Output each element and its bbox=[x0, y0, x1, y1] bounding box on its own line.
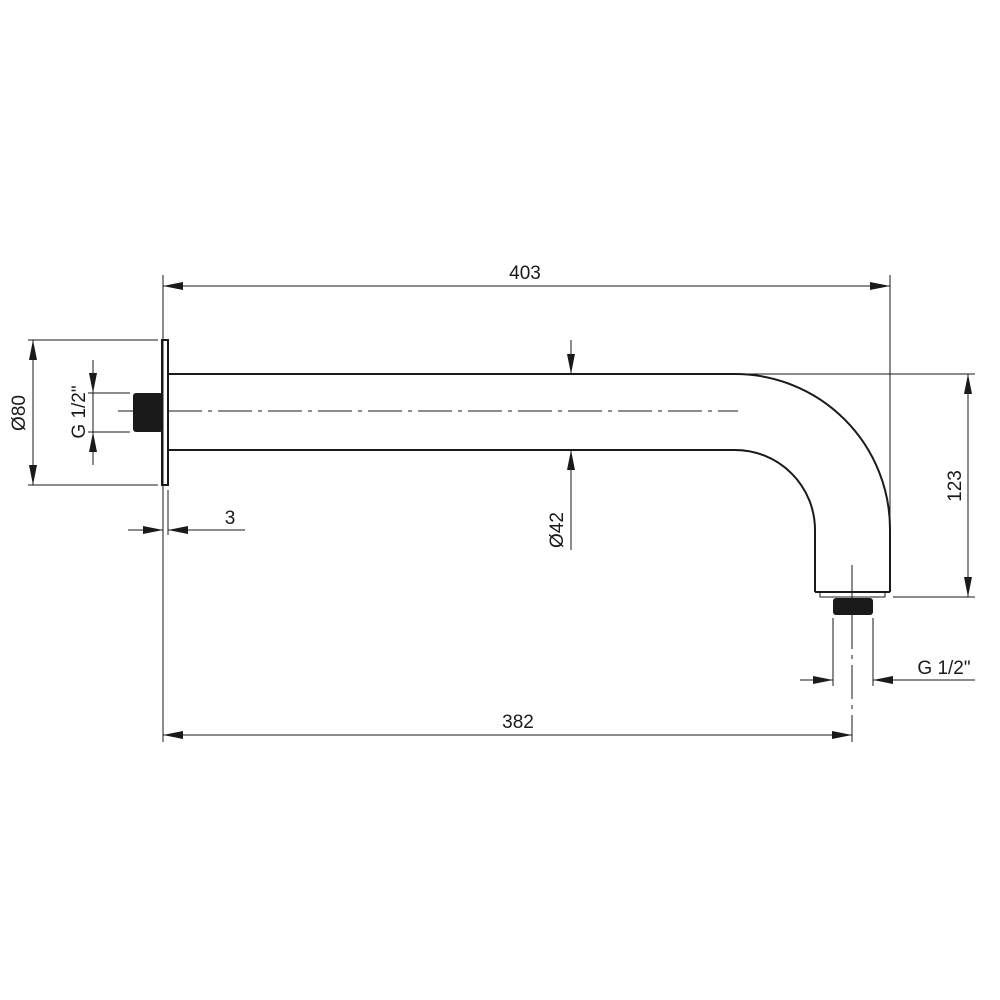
dim-drop-height: 123 bbox=[945, 374, 972, 597]
pipe-inner-edge bbox=[168, 449, 816, 592]
dim-label-382: 382 bbox=[502, 712, 534, 733]
dim-outlet-distance: 382 bbox=[163, 712, 852, 739]
dim-label-o80: Ø80 bbox=[9, 395, 30, 431]
pipe-outer-edge bbox=[168, 373, 891, 592]
dim-label-inlet-g12: G 1/2" bbox=[69, 385, 90, 438]
dim-flange-diameter: Ø80 bbox=[9, 340, 37, 485]
dim-pipe-diameter: Ø42 bbox=[547, 340, 575, 550]
shower-arm-body bbox=[118, 339, 891, 742]
dim-flange-thickness: 3 bbox=[128, 508, 245, 534]
dim-overall-length: 403 bbox=[163, 263, 890, 290]
dim-label-outlet-g12: G 1/2" bbox=[917, 658, 970, 679]
outlet-thread bbox=[833, 598, 873, 615]
dim-label-123: 123 bbox=[945, 470, 966, 502]
dim-inlet-thread: G 1/2" bbox=[69, 360, 97, 465]
dim-outlet-thread: G 1/2" bbox=[800, 658, 975, 684]
inlet-thread bbox=[133, 393, 163, 432]
dim-label-403: 403 bbox=[509, 263, 541, 284]
dim-label-o42: Ø42 bbox=[547, 512, 568, 548]
extension-lines bbox=[28, 275, 975, 742]
dim-label-3: 3 bbox=[225, 508, 236, 529]
